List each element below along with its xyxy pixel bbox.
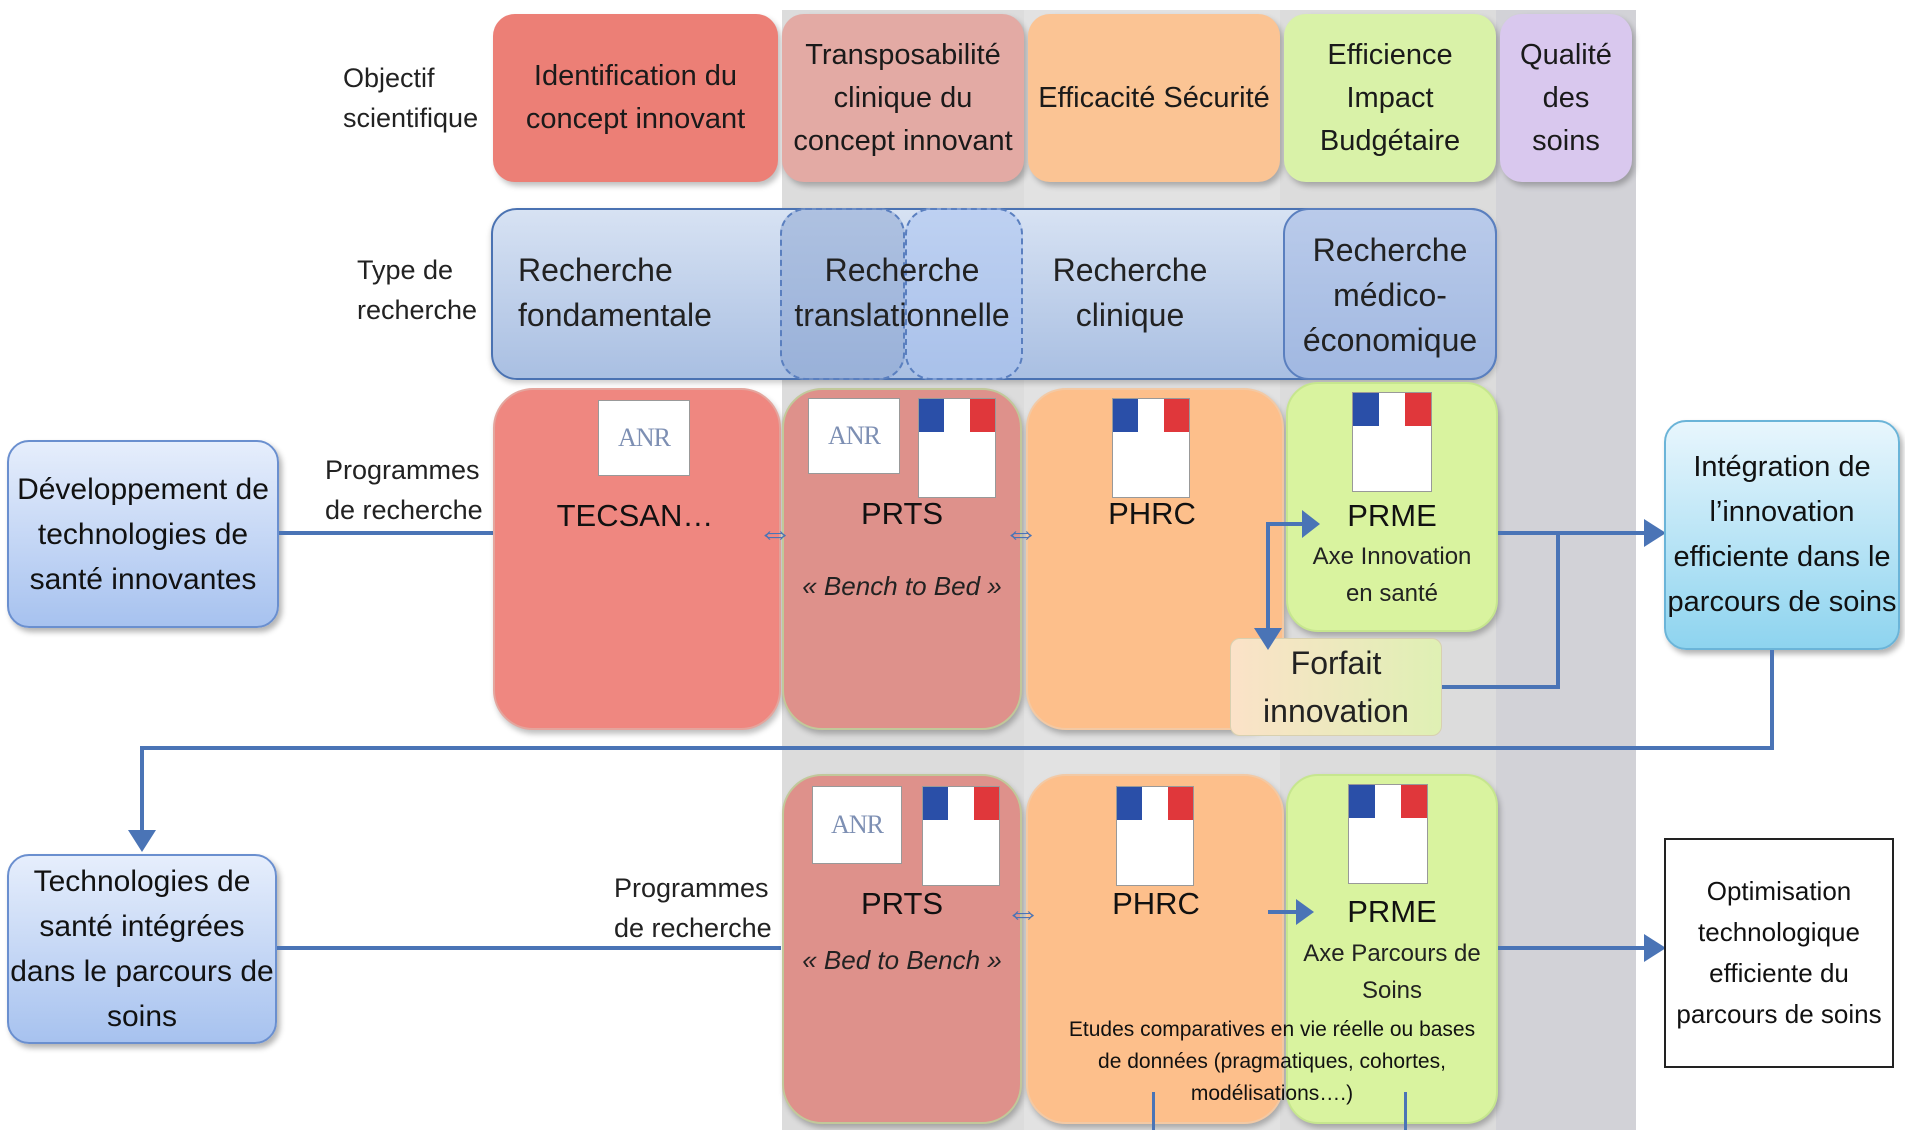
arrow-right-icon [1302,510,1320,538]
label-type: Type de recherche [357,255,478,325]
arrow-right-icon [1644,519,1666,547]
double-arrow-icon: ⇔ [1005,891,1041,932]
objectif-efficacite: Efficacité Sécurité [1028,14,1280,182]
prme-sub-1: Axe Innovation en santé [1312,543,1472,607]
connector-integrees [277,946,781,950]
anr-logo-text: ANR [828,421,881,450]
type-translationnelle: Recherche translationnelle [794,252,1010,333]
anr-logo-text: ANR [618,423,671,452]
phrc-prme-connector [1268,910,1298,914]
arrow-right-icon [1644,934,1666,962]
label-programmes-1: Programmes de recherche [325,455,483,525]
prme-loop-vertical [1266,522,1270,632]
arrow-right-icon [1296,899,1314,925]
box-developpement: Développement de technologies de santé i… [7,440,279,628]
prme-loop-top [1266,522,1306,526]
type-fondamentale: Recherche fondamentale [518,252,712,333]
connector-forfait-horizontal [1442,685,1560,689]
column-stripe-qualite [1496,10,1636,1130]
anr-logo-2: ANR [808,398,900,474]
tecsan-label: TECSAN… [556,498,714,533]
etudes-tick-right [1404,1092,1407,1130]
objectif-efficience: Efficience Impact Budgétaire [1284,14,1496,182]
objectif-qualite: Qualité des soins [1500,14,1632,182]
prts-label-1: PRTS [860,496,944,531]
phrc-label-1: PHRC [1108,496,1196,531]
republique-logo-5 [1116,786,1194,886]
prts-sub-1: « Bench to Bed » [802,570,1002,601]
type-medico: Recherche médico-économique [1302,232,1478,358]
anr-logo-3: ANR [812,786,902,864]
republique-logo-6 [1348,784,1428,884]
return-loop-down [1770,650,1774,748]
prme-label-1: PRME [1347,498,1437,533]
forfait-innovation-box: Forfait innovation [1230,638,1442,736]
republique-logo-3 [1352,392,1432,492]
connector-prme-optimisation [1498,946,1646,950]
return-loop-left-down [140,746,144,836]
republique-logo-1 [918,398,996,498]
return-loop-horizontal [140,746,1774,750]
phrc-label-2: PHRC [1112,886,1200,921]
double-arrow-icon: ⇔ [757,511,793,552]
box-optimisation: Optimisation technologique efficiente du… [1664,838,1894,1068]
etudes-tick-left [1152,1092,1155,1130]
prts-sub-2: « Bed to Bench » [802,944,1002,975]
box-technologies-integrees: Technologies de santé intégrées dans le … [7,854,277,1044]
box-integration: Intégration de l’innovation efficiente d… [1664,420,1900,650]
republique-logo-4 [922,786,1000,886]
prts-label-2: PRTS [860,886,944,921]
label-programmes-2: Programmes de recherche [614,873,772,943]
anr-logo-text: ANR [831,810,884,839]
overlap-translationnelle-right [905,208,1023,380]
arrow-down-icon [128,830,156,852]
republique-logo-2 [1112,398,1190,498]
overlap-medico [1283,208,1497,380]
prme-label-2: PRME [1347,894,1437,929]
connector-dev [279,531,493,535]
arrow-down-icon [1254,628,1282,650]
type-clinique: Recherche clinique [1052,252,1208,333]
objectif-identification: Identification du concept innovant [493,14,778,182]
overlap-translationnelle-left [780,208,905,380]
label-objectif: Objectif scientifique [343,63,479,133]
connector-prme-integration [1498,531,1646,535]
etudes-comparatives: Etudes comparatives en vie réelle ou bas… [1068,1018,1476,1105]
anr-logo-1: ANR [598,400,690,476]
double-arrow-icon: ⇔ [1003,511,1039,552]
connector-forfait-vertical [1556,531,1560,687]
objectif-transposabilite: Transposabilité clinique du concept inno… [782,14,1024,182]
prme-sub-2: Axe Parcours de Soins [1303,940,1481,1004]
